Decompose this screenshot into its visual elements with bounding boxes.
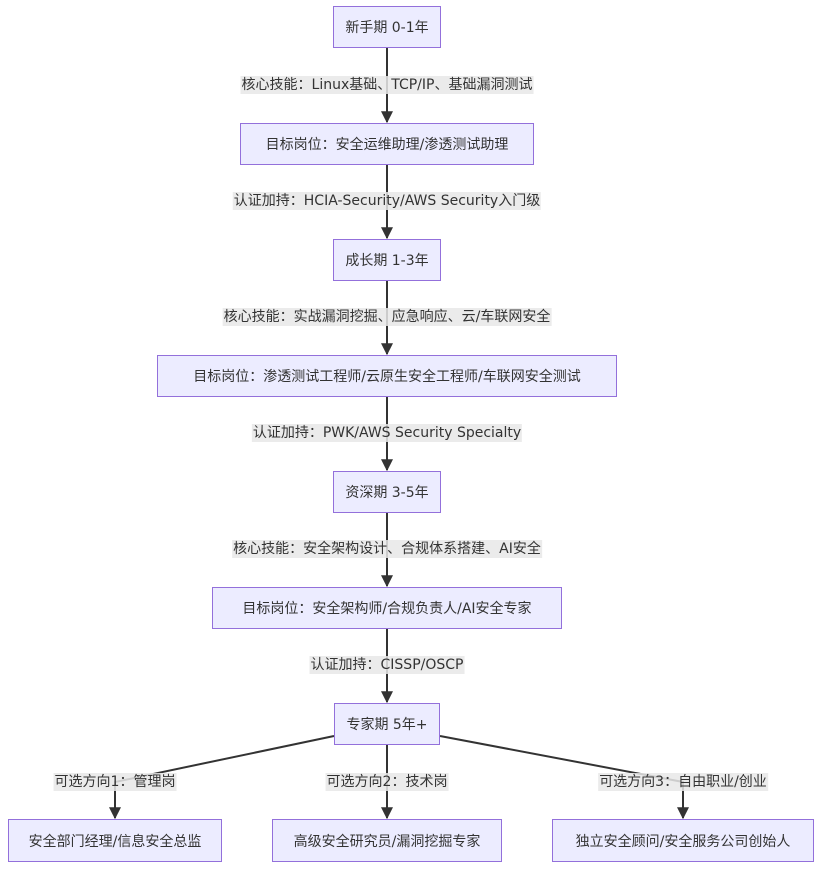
node-role-growth: 目标岗位：渗透测试工程师/云原生安全工程师/车联网安全测试 <box>157 355 617 397</box>
node-stage-expert: 专家期 5年+ <box>334 703 440 745</box>
node-option-technical: 高级安全研究员/漏洞挖掘专家 <box>272 819 502 862</box>
edge-label-e4: 认证加持：PWK/AWS Security Specialty <box>251 424 523 442</box>
node-stage-growth: 成长期 1-3年 <box>333 239 441 281</box>
node-option-management: 安全部门经理/信息安全总监 <box>8 819 222 862</box>
edge-label-e7: 可选方向1：管理岗 <box>53 773 177 791</box>
node-role-senior: 目标岗位：安全架构师/合规负责人/AI安全专家 <box>212 587 562 629</box>
edge-label-e6: 认证加持：CISSP/OSCP <box>309 656 465 674</box>
edge-label-e3: 核心技能：实战漏洞挖掘、应急响应、云/车联网安全 <box>222 308 552 326</box>
node-role-newbie: 目标岗位：安全运维助理/渗透测试助理 <box>240 123 534 165</box>
node-stage-senior: 资深期 3-5年 <box>333 471 441 513</box>
edge-label-e9: 可选方向3：自由职业/创业 <box>598 773 768 791</box>
node-option-freelance: 独立安全顾问/安全服务公司创始人 <box>552 819 814 862</box>
node-stage-newbie: 新手期 0-1年 <box>333 6 441 48</box>
edge-label-e8: 可选方向2：技术岗 <box>325 773 449 791</box>
edge-label-e1: 核心技能：Linux基础、TCP/IP、基础漏洞测试 <box>240 76 534 94</box>
edge-label-e5: 核心技能：安全架构设计、合规体系搭建、AI安全 <box>232 540 542 558</box>
edge-label-e2: 认证加持：HCIA-Security/AWS Security入门级 <box>232 192 542 210</box>
